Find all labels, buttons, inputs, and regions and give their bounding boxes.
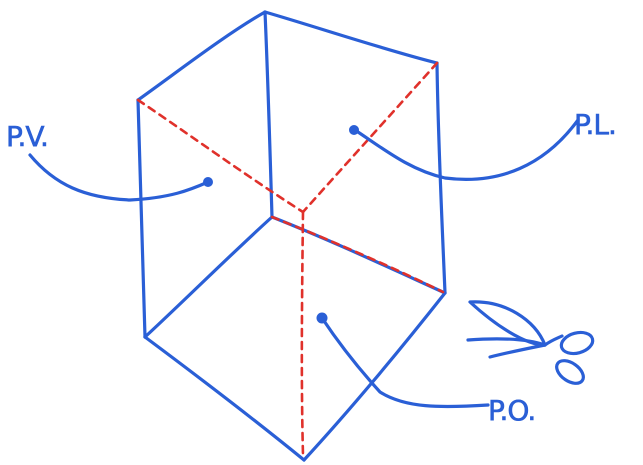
pv-dot bbox=[203, 177, 213, 187]
po-dot bbox=[317, 313, 328, 324]
pl-dot bbox=[349, 125, 359, 135]
top-right-edge bbox=[265, 12, 437, 63]
hidden-edge-vertical bbox=[302, 212, 303, 455]
pl-leader-line bbox=[355, 120, 578, 179]
cube-visible-edges bbox=[138, 12, 445, 460]
po-label: P.O. bbox=[488, 394, 535, 427]
bottom-left-edge bbox=[145, 337, 304, 460]
pv-label: P.V. bbox=[6, 120, 48, 153]
pv-leader-line bbox=[30, 155, 208, 200]
left-vertical-edge bbox=[138, 100, 145, 337]
top-left-edge bbox=[138, 12, 265, 100]
plane-indicators bbox=[30, 120, 578, 407]
eye-sketch-icon bbox=[468, 302, 595, 388]
back-vertical-edge bbox=[265, 12, 272, 217]
inner-lower-left-edge bbox=[145, 217, 272, 337]
cube-hidden-edges bbox=[138, 63, 443, 455]
pl-label: P.L. bbox=[574, 108, 616, 141]
hidden-edge-right bbox=[303, 63, 437, 212]
po-leader-line bbox=[322, 318, 488, 407]
